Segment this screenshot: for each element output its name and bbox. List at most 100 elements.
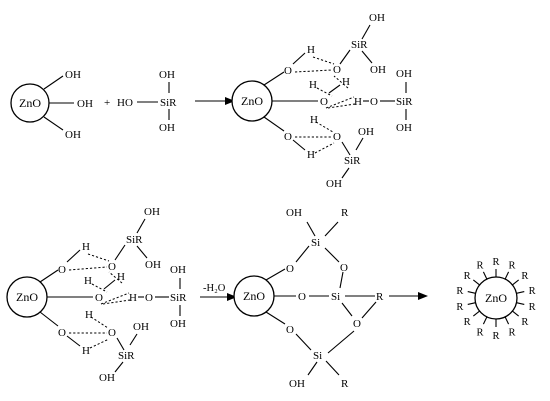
hydroxyl-label: OH [396, 68, 412, 80]
hydrogen-label: H [354, 96, 362, 108]
silicon-r-label: SiR [344, 155, 361, 167]
oxygen-label: O [108, 327, 116, 339]
silicon-label: Si [331, 291, 340, 303]
silicon-r-label: SiR [351, 39, 368, 51]
silicon-label: Si [313, 350, 322, 362]
alkyl-group-label: R [456, 302, 463, 313]
hydroxyl-label: OH [369, 12, 385, 24]
hydrogen-label: H [85, 309, 93, 321]
oxygen-label: O [58, 327, 66, 339]
silicon-r-label: SiR [126, 234, 143, 246]
hydroxyl-label: OH [65, 69, 81, 81]
silicon-r-label: SiR [160, 97, 177, 109]
alkyl-group-label: R [464, 271, 471, 282]
alkyl-group-label: R [476, 261, 483, 272]
dehydration-label: -H₂O [203, 283, 226, 294]
oxygen-label: O [298, 291, 306, 303]
oxygen-label: O [333, 64, 341, 76]
hydrogen-label: H [129, 292, 137, 304]
alkyl-group-label: R [509, 327, 516, 338]
alkyl-group-label: R [521, 317, 528, 328]
zno-label: ZnO [485, 291, 507, 305]
oxygen-label: O [58, 264, 66, 276]
hydrogen-label: H [84, 275, 92, 287]
substituent-bond [482, 271, 488, 280]
oxygen-label: O [95, 292, 103, 304]
condensed-siloxane-network: ZnO O O O Si OH R O Si R O Si OH R [233, 207, 384, 390]
substituent-bond [516, 302, 525, 305]
substituent-bond [516, 291, 525, 294]
hydrogen-label: H [82, 345, 90, 357]
alkyl-group-label: R [492, 331, 499, 342]
hydroxyl-label: OH [370, 64, 386, 76]
alkyl-group-label: R [341, 207, 349, 219]
reactant-zno-oh: ZnO OH OH OH [10, 69, 93, 141]
substituent-bond [504, 316, 510, 325]
alkyl-group-label: R [456, 286, 463, 297]
zno-label: ZnO [19, 96, 41, 110]
hydrogen-label: H [307, 44, 315, 56]
substituent-bond [504, 271, 510, 280]
hydrogen-label: H [117, 271, 125, 283]
oxygen-label: O [353, 318, 361, 330]
plus-sign: + [104, 97, 110, 109]
hydrogen-label: H [342, 76, 350, 88]
hydroxyl-label: OH [159, 122, 175, 134]
oxygen-label: O [284, 65, 292, 77]
hydroxyl-label: OH [286, 207, 302, 219]
oxygen-label: O [286, 324, 294, 336]
oxygen-label: O [333, 131, 341, 143]
alkyl-group-label: R [492, 257, 499, 268]
hydrogen-label: H [82, 241, 90, 253]
hydroxyl-label: OH [144, 206, 160, 218]
oxygen-label: O [145, 292, 153, 304]
hydroxyl-label: OH [326, 178, 342, 190]
alkyl-group-label: R [529, 286, 536, 297]
hydroxyl-label: OH [289, 378, 305, 390]
substituent-bond [472, 279, 480, 286]
alkyl-group-label: R [464, 317, 471, 328]
alkyl-group-label: R [376, 291, 384, 303]
oxygen-label: O [340, 262, 348, 274]
hydroxyl-label: OH [145, 259, 161, 271]
oxygen-label: O [320, 96, 328, 108]
hydrogen-label: H [310, 114, 318, 126]
hydroxyl-label: HO [117, 97, 133, 109]
silicon-r-label: SiR [118, 350, 135, 362]
alkyl-group-label: R [521, 271, 528, 282]
substituent-bond [512, 279, 520, 286]
hydroxyl-label: OH [77, 98, 93, 110]
zno-particle [474, 276, 518, 320]
hydroxyl-label: OH [65, 129, 81, 141]
alkyl-group-label: R [476, 327, 483, 338]
silicon-r-label: SiR [396, 96, 413, 108]
hydrogen-bonded-intermediate-bottom: ZnO O O O H H H O SiR OH OH H H O SiR OH… [6, 206, 187, 384]
substituent-bond [512, 310, 520, 317]
substituent-bond [472, 310, 480, 317]
hydroxyl-label: OH [170, 264, 186, 276]
hydroxyl-label: OH [358, 126, 374, 138]
substituent-bond [482, 316, 488, 325]
substituent-bond [467, 291, 476, 294]
alkyl-group-label: R [529, 302, 536, 313]
hydroxyl-label: OH [99, 372, 115, 384]
hydroxyl-label: OH [133, 321, 149, 333]
alkyl-group-label: R [509, 261, 516, 272]
hydroxyl-label: OH [170, 318, 186, 330]
oxygen-label: O [370, 96, 378, 108]
oxygen-label: O [284, 131, 292, 143]
zno-label: ZnO [243, 289, 265, 303]
hydrogen-bonded-intermediate-top: ZnO O O O H H H O SiR OH OH H H O SiR OH… [231, 12, 413, 190]
oxygen-label: O [286, 263, 294, 275]
hydrogen-label: H [309, 79, 317, 91]
oxygen-label: O [108, 261, 116, 273]
hydrogen-label: H [307, 149, 315, 161]
hydroxyl-label: OH [396, 122, 412, 134]
zno-label: ZnO [16, 290, 38, 304]
silicon-label: Si [311, 237, 320, 249]
hydroxyl-label: OH [159, 69, 175, 81]
zno-label: ZnO [241, 94, 263, 108]
silicon-r-label: SiR [170, 292, 187, 304]
